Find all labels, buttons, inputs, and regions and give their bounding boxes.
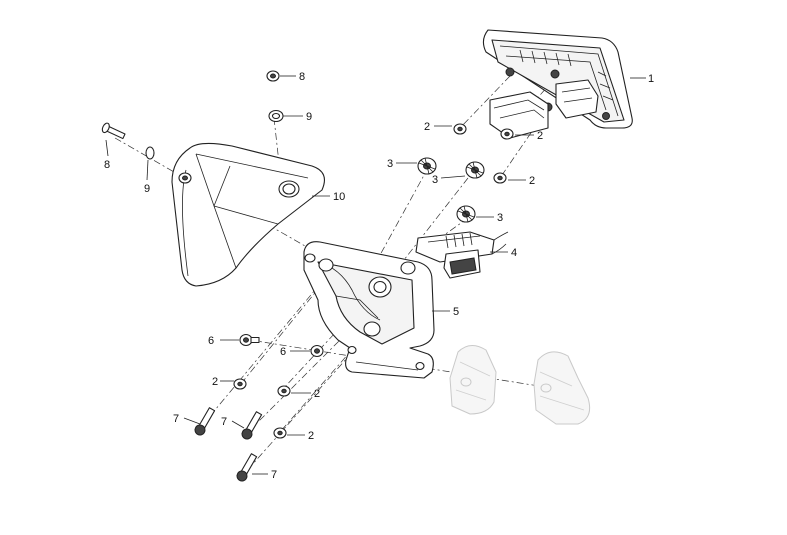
callout-2: 2 [529, 175, 535, 187]
callout-2: 2 [308, 430, 314, 442]
reference-fork-clamps [449, 345, 591, 425]
callout-8: 8 [104, 159, 110, 171]
callout-5: 5 [453, 306, 459, 318]
callout-6: 6 [208, 335, 214, 347]
callout-4: 4 [511, 247, 517, 259]
nut-parts [239, 333, 324, 358]
callout-7: 7 [271, 469, 277, 481]
callout-9: 9 [306, 111, 312, 123]
callout-3: 3 [432, 174, 438, 186]
callout-10: 10 [333, 191, 345, 203]
bolt-parts [194, 407, 263, 482]
leader-lines [105, 75, 646, 475]
callout-6: 6 [280, 346, 286, 358]
callout-2: 2 [314, 388, 320, 400]
callout-7: 7 [173, 413, 179, 425]
callout-9: 9 [144, 183, 150, 195]
cover-panel [171, 142, 325, 287]
callout-3: 3 [497, 212, 503, 224]
callout-3: 3 [387, 158, 393, 170]
callout-8: 8 [299, 71, 305, 83]
callout-labels: 1 2 2 2 2 2 2 3 3 3 4 5 6 6 7 7 7 8 8 9 … [104, 71, 654, 481]
collar-parts [233, 123, 514, 439]
instrument-cluster [482, 29, 633, 139]
callout-2: 2 [424, 121, 430, 133]
connector [415, 231, 509, 279]
screw-and-washer-parts [101, 70, 284, 160]
callout-1: 1 [648, 73, 654, 85]
callout-2: 2 [537, 130, 543, 142]
mounting-bracket [303, 241, 435, 379]
callout-7: 7 [221, 416, 227, 428]
callout-2: 2 [212, 376, 218, 388]
grommet-parts [417, 157, 485, 223]
